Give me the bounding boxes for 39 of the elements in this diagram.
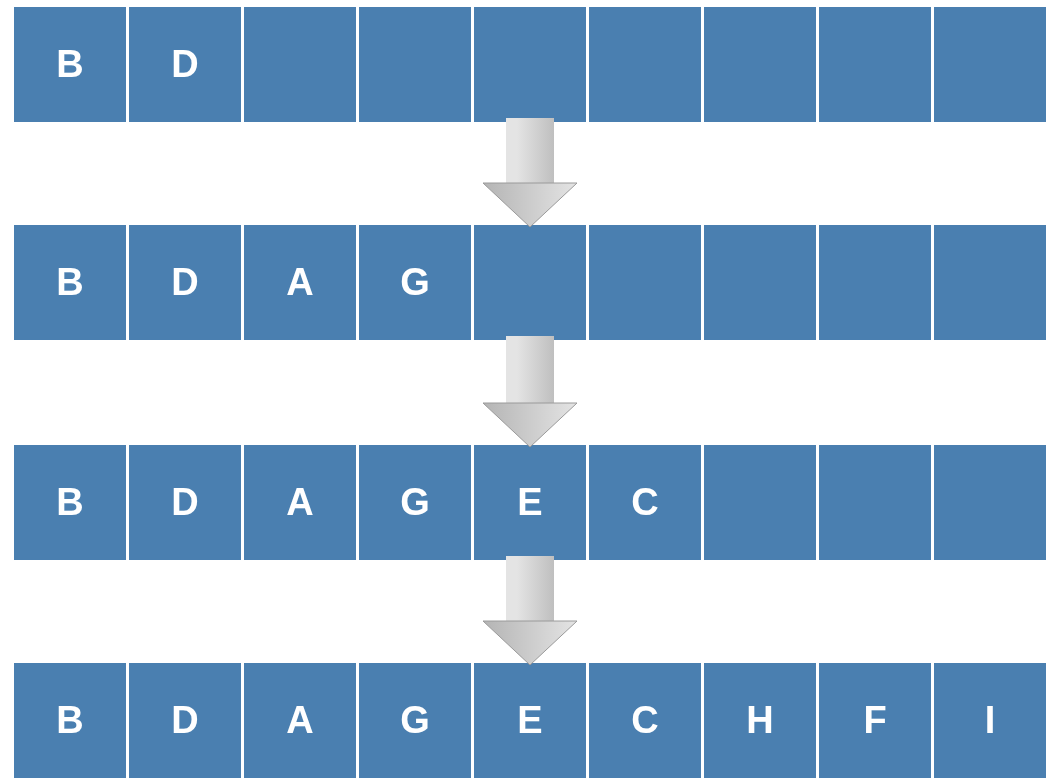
empty-array-cell [819, 445, 931, 560]
array-cell: B [14, 7, 126, 122]
empty-array-cell [359, 7, 471, 122]
empty-array-cell [474, 225, 586, 340]
empty-array-cell [474, 7, 586, 122]
array-cell: B [14, 445, 126, 560]
empty-array-cell [244, 7, 356, 122]
array-cell: I [934, 663, 1046, 778]
empty-array-cell [704, 225, 816, 340]
array-cell: C [589, 663, 701, 778]
block-arrow [482, 118, 578, 228]
array-cell: B [14, 663, 126, 778]
array-cell: E [474, 445, 586, 560]
empty-array-cell [589, 225, 701, 340]
empty-array-cell [934, 225, 1046, 340]
array-cell: G [359, 663, 471, 778]
array-cell: D [129, 7, 241, 122]
array-cell: E [474, 663, 586, 778]
empty-array-cell [934, 7, 1046, 122]
array-cell: G [359, 445, 471, 560]
array-cell: D [129, 663, 241, 778]
empty-array-cell [589, 7, 701, 122]
array-cell: F [819, 663, 931, 778]
empty-array-cell [819, 7, 931, 122]
empty-array-cell [934, 445, 1046, 560]
empty-array-cell [819, 225, 931, 340]
array-cell: B [14, 225, 126, 340]
array-cell: A [244, 225, 356, 340]
array-cell: G [359, 225, 471, 340]
array-cell: A [244, 445, 356, 560]
array-cell: A [244, 663, 356, 778]
array-cell: D [129, 445, 241, 560]
block-arrow [482, 336, 578, 448]
array-cell: D [129, 225, 241, 340]
block-arrow [482, 556, 578, 666]
array-cell: C [589, 445, 701, 560]
empty-array-cell [704, 7, 816, 122]
empty-array-cell [704, 445, 816, 560]
array-cell: H [704, 663, 816, 778]
